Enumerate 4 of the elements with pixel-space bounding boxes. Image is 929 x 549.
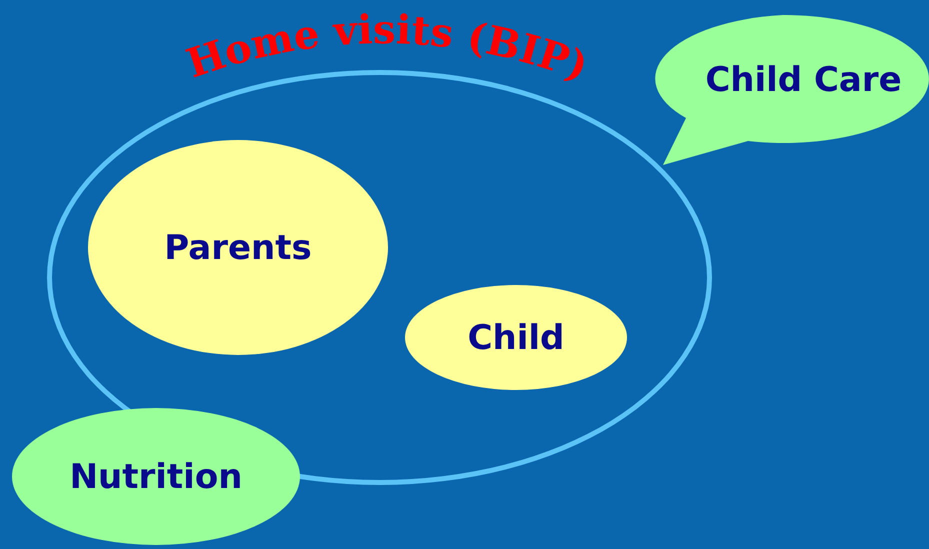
ellipse-node: Nutrition xyxy=(12,408,300,545)
ellipse-node: Parents xyxy=(88,140,388,355)
ellipse-node: Child xyxy=(405,285,627,390)
group-heading: Home visits (BIP) xyxy=(180,6,594,90)
